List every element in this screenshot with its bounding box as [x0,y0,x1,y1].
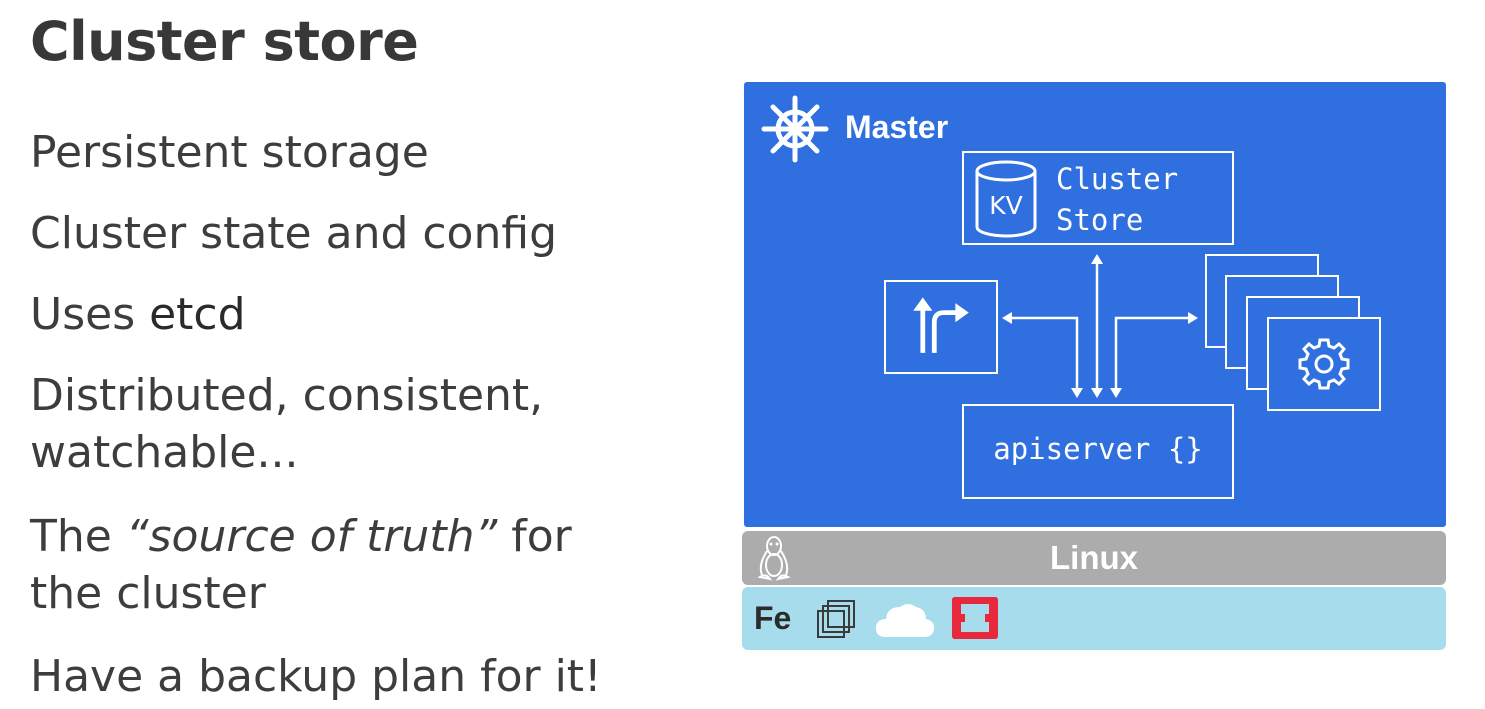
linux-label: Linux [1050,539,1138,576]
fe-bare-metal-label: Fe [754,600,792,636]
linux-layer: Linux [742,531,1446,585]
source-suffix: for [497,511,572,562]
tux-icon [757,536,791,581]
kv-label: KV [989,191,1023,220]
bullet-distributed-line2: watchable... [30,427,299,478]
bullet-distributed: Distributed, consistent, watchable... [30,367,543,481]
scheduler-arrow-icon [913,297,969,353]
bullet-cluster-state: Cluster state and config [30,208,558,259]
master-title: Master [845,109,949,145]
cluster-store-box: KV Cluster Store [962,151,1234,245]
helm-wheel-icon [761,95,829,163]
apiserver-label: apiserver {} [993,432,1203,466]
cluster-store-line2: Store [1056,203,1144,237]
infrastructure-layer: Fe [742,587,1446,650]
openstack-icon [952,597,998,639]
cluster-store-label: Cluster Store [1056,159,1178,241]
etcd-text: etcd [149,289,246,340]
bullet-backup-plan: Have a backup plan for it! [30,651,602,702]
scheduler-box [884,280,998,374]
controller-card-front [1267,317,1381,411]
bullet-source-of-truth: The “source of truth” for the cluster [30,508,572,622]
cloud-icon [875,604,935,637]
bullet-uses-etcd: Uses etcd [30,286,246,343]
gear-icon [1298,338,1350,390]
bullet-uses-prefix: Uses [30,289,150,340]
vm-stack-icon [817,600,855,638]
cluster-store-line1: Cluster [1056,162,1179,196]
bullet-distributed-line1: Distributed, consistent, [30,370,544,421]
bullet-source-line1: The “source of truth” for [30,508,572,565]
database-icon: KV [975,160,1037,238]
master-node-box: Master KV Cluster Store [744,82,1446,527]
bullet-persistent-storage: Persistent storage [30,127,429,178]
source-prefix: The [30,511,126,562]
slide-title: Cluster store [30,10,419,73]
source-of-truth-quote: “source of truth” [125,511,498,562]
scheduler-api-arrow [1010,316,1079,390]
bullet-source-line2: the cluster [30,568,266,619]
apiserver-box: apiserver {} [962,404,1234,499]
controller-api-arrow [1114,316,1190,390]
